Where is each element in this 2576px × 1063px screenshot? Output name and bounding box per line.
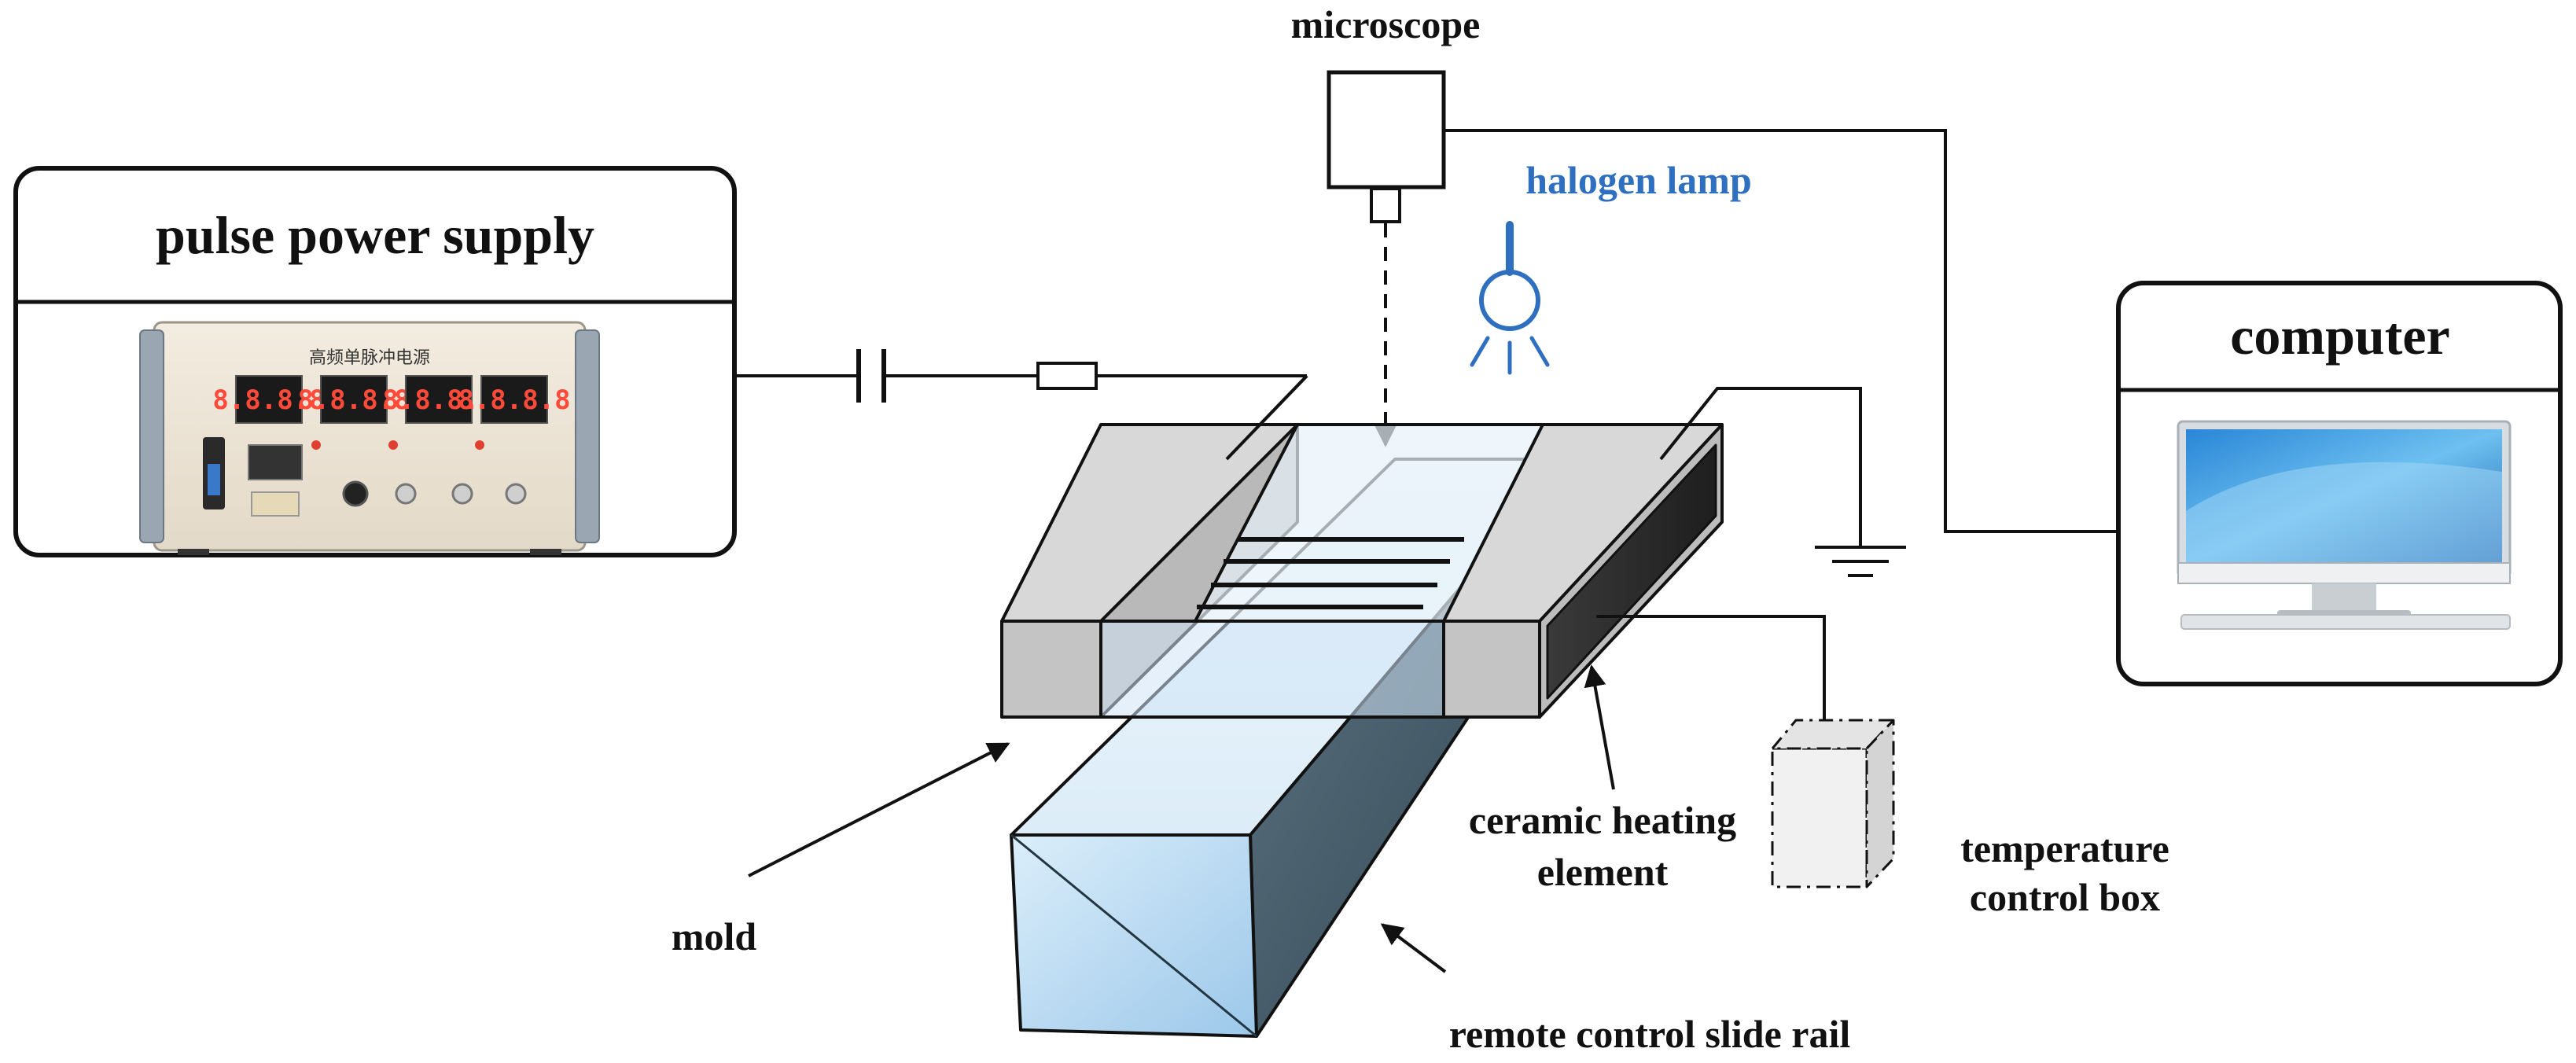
mold-left-front xyxy=(1000,620,1102,719)
ceramic-heating-label-line1: ceramic heating xyxy=(1469,798,1736,842)
halogen-lamp: halogen lamp xyxy=(1470,158,1752,375)
microscope-body xyxy=(1327,70,1446,189)
monitor-icon xyxy=(2177,420,2512,630)
pulse-power-supply-box: pulse power supply 高频单脉冲电源 8.8.8.8 8.8.8… xyxy=(13,166,737,557)
device-chinese-title: 高频单脉冲电源 xyxy=(309,348,430,368)
ceramic-heating-annotation: ceramic heating element xyxy=(1469,664,1736,894)
ground-symbol xyxy=(1659,387,1906,577)
device-knob-2 xyxy=(395,483,417,505)
device-led-display-1: 8.8.8.8 xyxy=(212,375,326,424)
heater-cable xyxy=(1596,615,1826,734)
temperature-control-label-line1: temperature xyxy=(1960,826,2169,870)
computer-label: computer xyxy=(2230,306,2449,366)
svg-text:8.8.8.8: 8.8.8.8 xyxy=(297,384,410,416)
pulse-power-supply-label: pulse power supply xyxy=(156,205,594,265)
temperature-control-label-line2: control box xyxy=(1970,875,2160,919)
halogen-lamp-label: halogen lamp xyxy=(1525,158,1752,202)
temperature-control-box: temperature control box xyxy=(1596,615,2169,919)
svg-text:8.8.8.8: 8.8.8.8 xyxy=(382,384,495,416)
device-led-display-3: 8.8.8.8 xyxy=(382,375,495,424)
device-led-display-2: 8.8.8.8 xyxy=(297,375,410,424)
microscope-label: microscope xyxy=(1291,2,1481,46)
slide-rail-label: remote control slide rail xyxy=(1449,1012,1851,1056)
microscope-lens xyxy=(1370,187,1401,223)
mold-annotation: mold xyxy=(672,742,1010,958)
computer-box: computer xyxy=(2116,281,2563,686)
microscope: microscope xyxy=(1291,2,2118,533)
resistor xyxy=(1036,362,1098,390)
microscope-cable xyxy=(1444,129,2118,533)
svg-text:8.8.8.8: 8.8.8.8 xyxy=(458,384,570,416)
mold xyxy=(1000,374,1724,719)
lamp-bulb-icon xyxy=(1470,221,1550,375)
ceramic-heating-element xyxy=(1546,443,1717,700)
device-knob-3 xyxy=(451,483,473,505)
device-led-display-4: 8.8.8.8 xyxy=(458,375,571,424)
mold-right-front xyxy=(1442,620,1541,719)
electrode-needles xyxy=(1197,537,1464,609)
ceramic-heating-label-line2: element xyxy=(1537,850,1669,894)
device-knob-4 xyxy=(505,483,527,505)
pulse-power-device-image: 高频单脉冲电源 8.8.8.8 8.8.8.8 8.8.8.8 8.8.8.8 xyxy=(139,321,600,555)
mold-label: mold xyxy=(672,914,757,958)
mold-glass-front xyxy=(1099,620,1445,719)
slide-rail-annotation: remote control slide rail xyxy=(1380,923,1851,1056)
device-knob-1 xyxy=(342,480,369,507)
svg-text:8.8.8.8: 8.8.8.8 xyxy=(212,384,325,416)
